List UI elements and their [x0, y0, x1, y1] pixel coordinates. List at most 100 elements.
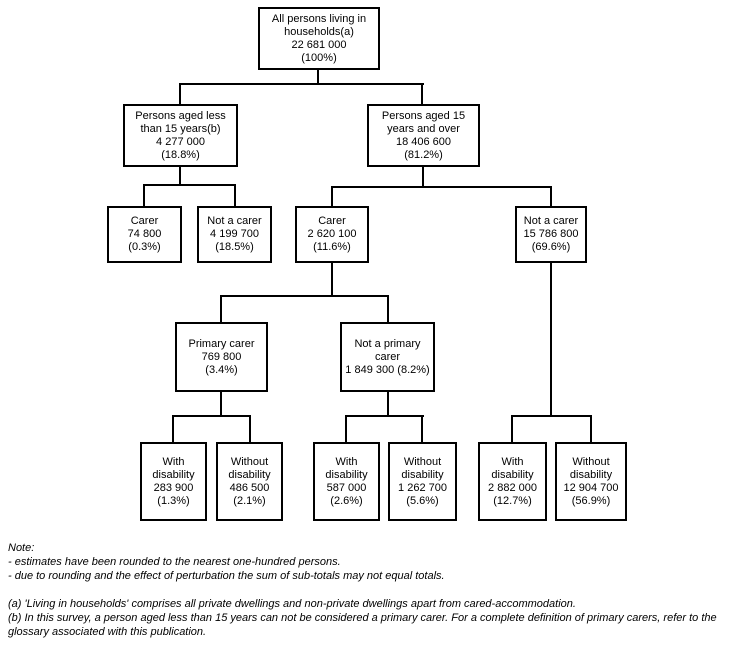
node-line: Without: [572, 455, 610, 468]
node-primary-without-disability: Without disability 486 500 (2.1%): [216, 442, 283, 521]
node-line: Without: [230, 455, 269, 468]
node-line: With: [501, 455, 524, 468]
line-segment: [590, 415, 592, 442]
node-line: (2.6%): [330, 494, 363, 507]
node-line: (2.1%): [233, 494, 266, 507]
node-line: (18.5%): [215, 241, 254, 253]
node-not-primary-carer: Not a primary carer 1 849 300 (8.2%): [340, 322, 435, 392]
node-line: Not a carer: [523, 215, 579, 227]
footnote-a: (a) 'Living in households' comprises all…: [8, 598, 576, 610]
line-segment: [331, 186, 333, 206]
node-not-carer-without-disability: Without disability 12 904 700 (56.9%): [555, 442, 627, 521]
node-line: Without: [403, 455, 442, 468]
line-segment: [387, 392, 389, 417]
line-segment: [550, 263, 552, 417]
node-line: Not a primary: [354, 337, 421, 350]
node-line: 4 277 000: [156, 135, 205, 148]
node-line: (69.6%): [531, 241, 571, 253]
footnote-b: (b) In this survey, a person aged less t…: [8, 612, 717, 638]
node-line: (100%): [301, 51, 337, 64]
node-line: disability: [152, 468, 195, 481]
line-segment: [143, 184, 236, 186]
line-segment: [345, 415, 424, 417]
node-line: 18 406 600: [395, 135, 452, 148]
node-all-persons: All persons living in households(a) 22 6…: [258, 7, 380, 70]
node-line: 4 199 700: [210, 228, 259, 240]
line-segment: [331, 263, 333, 297]
line-segment: [179, 83, 181, 104]
node-line: 15 786 800: [523, 228, 579, 240]
node-line: disability: [228, 468, 271, 481]
note-item: - estimates have been rounded to the nea…: [8, 556, 341, 568]
node-line: Carer: [318, 215, 346, 227]
node-primary-with-disability: With disability 283 900 (1.3%): [140, 442, 207, 521]
node-line: (81.2%): [404, 148, 443, 161]
line-segment: [143, 184, 145, 206]
line-segment: [220, 295, 389, 297]
line-segment: [234, 184, 236, 206]
line-segment: [550, 186, 552, 206]
node-line: disability: [569, 468, 613, 481]
node-carer-15-over: Carer 2 620 100 (11.6%): [295, 206, 369, 263]
line-segment: [179, 167, 181, 186]
node-aged-under-15: Persons aged less than 15 years(b) 4 277…: [123, 104, 238, 167]
node-line: (56.9%): [571, 494, 611, 507]
node-not-primary-with-disability: With disability 587 000 (2.6%): [313, 442, 380, 521]
node-line: Primary carer: [188, 337, 255, 350]
node-line: carer: [374, 350, 401, 363]
node-line: (1.3%): [157, 494, 190, 507]
note-item: - due to rounding and the effect of pert…: [8, 570, 445, 582]
node-line: Persons aged 15: [381, 109, 466, 122]
node-line: 2 620 100: [307, 228, 357, 240]
node-line: 1 262 700: [398, 481, 447, 494]
line-segment: [172, 415, 251, 417]
line-segment: [249, 415, 251, 442]
node-line: 283 900: [153, 481, 194, 494]
node-line: All persons living in: [271, 12, 367, 25]
node-line: households(a): [284, 25, 354, 38]
line-segment: [422, 167, 424, 188]
line-segment: [511, 415, 592, 417]
footnote-block: (a) 'Living in households' comprises all…: [8, 597, 720, 639]
line-segment: [421, 415, 423, 442]
note-block: Note: - estimates have been rounded to t…: [8, 541, 720, 583]
line-segment: [421, 83, 423, 104]
line-segment: [331, 186, 552, 188]
node-line: disability: [491, 468, 534, 481]
node-line: 22 681 000: [291, 38, 347, 51]
node-line: 2 882 000: [488, 481, 537, 494]
node-line: (12.7%): [493, 494, 532, 507]
line-segment: [179, 83, 424, 85]
node-line: 486 500: [229, 481, 270, 494]
node-primary-carer: Primary carer 769 800 (3.4%): [175, 322, 268, 392]
line-segment: [220, 392, 222, 417]
node-line: 1 849 300 (8.2%): [345, 363, 430, 376]
node-carer-under-15: Carer 74 800 (0.3%): [107, 206, 182, 263]
node-line: With: [162, 455, 185, 468]
node-not-carer-under-15: Not a carer 4 199 700 (18.5%): [197, 206, 272, 263]
node-line: 12 904 700: [563, 481, 619, 494]
node-line: (3.4%): [205, 363, 238, 376]
line-segment: [387, 295, 389, 322]
node-line: disability: [401, 468, 444, 481]
node-line: years and over: [387, 122, 460, 135]
node-line: Carer: [130, 215, 159, 227]
node-line: (5.6%): [406, 494, 439, 507]
node-not-carer-15-over: Not a carer 15 786 800 (69.6%): [515, 206, 587, 263]
node-line: 74 800: [127, 228, 162, 240]
node-line: With: [335, 455, 358, 468]
node-line: (11.6%): [313, 241, 351, 253]
line-segment: [317, 70, 319, 85]
line-segment: [220, 295, 222, 322]
line-segment: [172, 415, 174, 442]
line-segment: [345, 415, 347, 442]
note-title: Note:: [8, 542, 35, 554]
node-aged-15-over: Persons aged 15 years and over 18 406 60…: [367, 104, 480, 167]
node-not-carer-with-disability: With disability 2 882 000 (12.7%): [478, 442, 547, 521]
node-line: Not a carer: [207, 215, 262, 227]
node-line: (0.3%): [128, 241, 161, 253]
node-line: Persons aged less: [135, 109, 226, 122]
line-segment: [511, 415, 513, 442]
node-line: (18.8%): [161, 148, 200, 161]
